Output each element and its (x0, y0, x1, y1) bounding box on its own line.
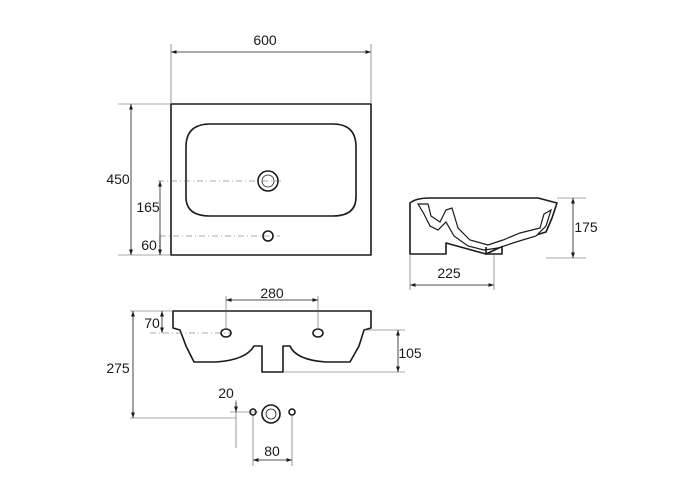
side-height-label: 175 (574, 219, 598, 235)
front-outline (172, 310, 372, 373)
width-dimension-label: 600 (253, 32, 277, 48)
side-section-wall (416, 203, 553, 251)
mounting-hole-right (312, 328, 324, 338)
hole-spacing-label: 280 (260, 285, 284, 301)
drain-height-label: 105 (398, 345, 422, 361)
side-outer-profile (409, 197, 558, 255)
detail-hole-size-label: 20 (218, 385, 234, 401)
total-height-label: 275 (106, 360, 130, 376)
tap-offset-label: 60 (141, 237, 157, 253)
hole-height-label: 70 (144, 315, 160, 331)
bottom-detail: 20 80 (218, 385, 296, 466)
side-section-view: 225 175 (409, 197, 598, 290)
basin-top-outline (170, 103, 372, 256)
depth-dimension-label: 450 (106, 171, 130, 187)
bowl-outline (185, 123, 357, 217)
detail-right-hole (288, 408, 296, 416)
front-view: 280 70 275 105 (106, 285, 422, 419)
detail-spacing-label: 80 (264, 443, 280, 459)
detail-center-hole (261, 404, 281, 424)
top-view: 600 450 165 60 (106, 32, 372, 256)
drain-offset-label: 165 (136, 199, 160, 215)
detail-center-hole-inner (265, 408, 277, 420)
side-depth-label: 225 (437, 265, 461, 281)
